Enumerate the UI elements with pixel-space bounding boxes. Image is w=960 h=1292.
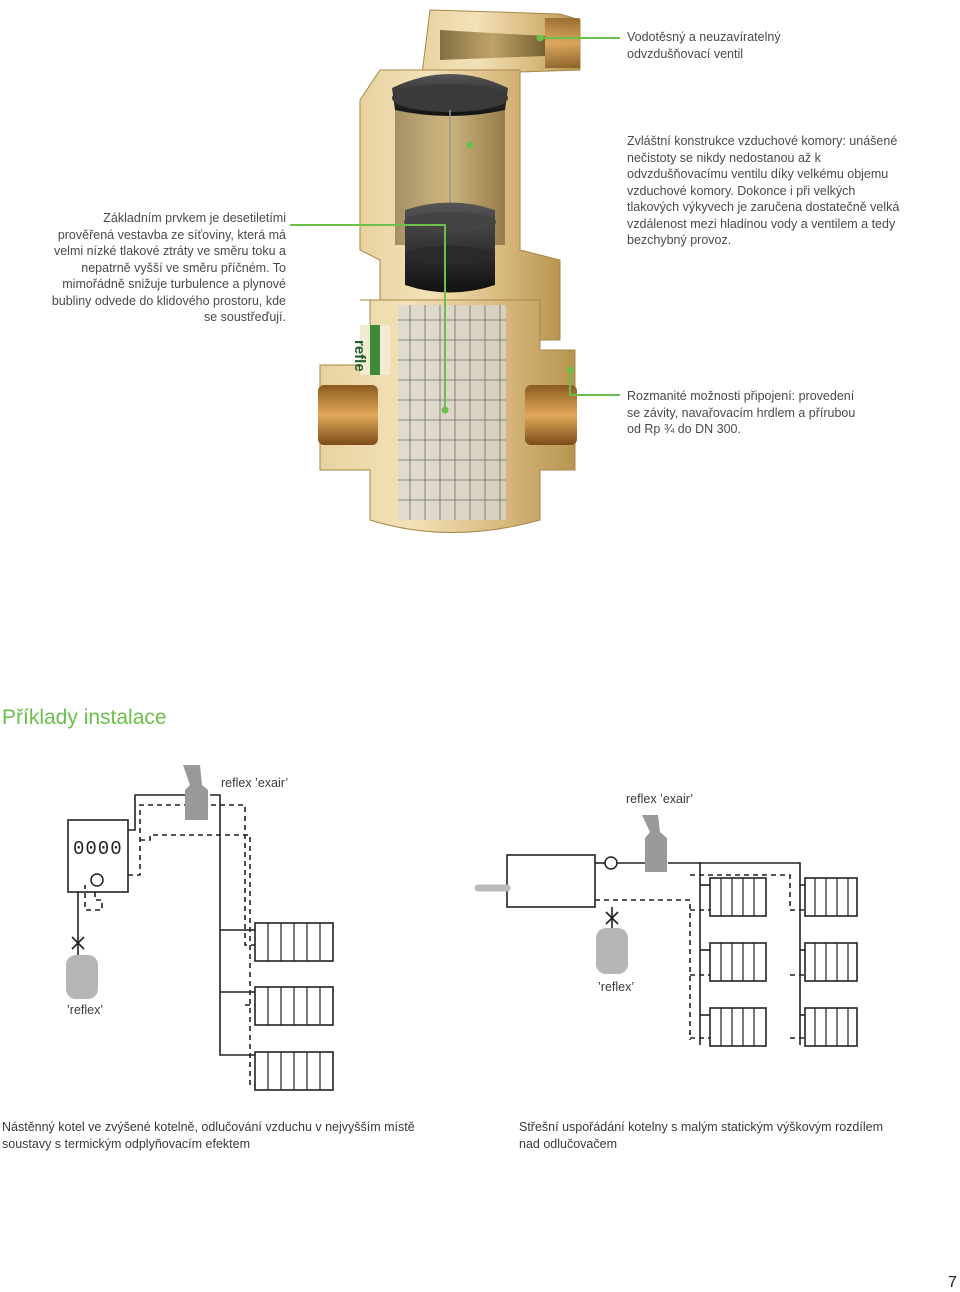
air-separator-cutaway-illustration (290, 9, 620, 533)
callout-mesh: Základním prvkem je desetiletími prověře… (51, 211, 286, 324)
page-number: 7 (948, 1274, 957, 1291)
caption-right: Střešní uspořádání kotelny s malým stati… (519, 1120, 884, 1151)
vessel-label-left: ’reflex’ (67, 1003, 104, 1017)
callout-connections: Rozmanité možnosti připojení: provedení … (627, 389, 856, 436)
installation-diagram-right (474, 815, 858, 1047)
boiler-display: 0000 (73, 838, 123, 860)
exair-label-left: reflex ’exair’ (221, 776, 289, 790)
callout-air-chamber: Zvláštní konstrukce vzduchové komory: un… (627, 134, 900, 247)
caption-left: Nástěnný kotel ve zvýšené kotelně, odluč… (2, 1120, 415, 1151)
section-title: Příklady instalace (2, 706, 167, 729)
callout-top-valve: Vodotěsný a neuzavíratelný odvzdušňovací… (627, 30, 781, 61)
vessel-label-right: ’reflex’ (598, 980, 635, 994)
exair-label-right: reflex ’exair’ (626, 792, 694, 806)
installation-diagram-left (66, 765, 334, 1091)
